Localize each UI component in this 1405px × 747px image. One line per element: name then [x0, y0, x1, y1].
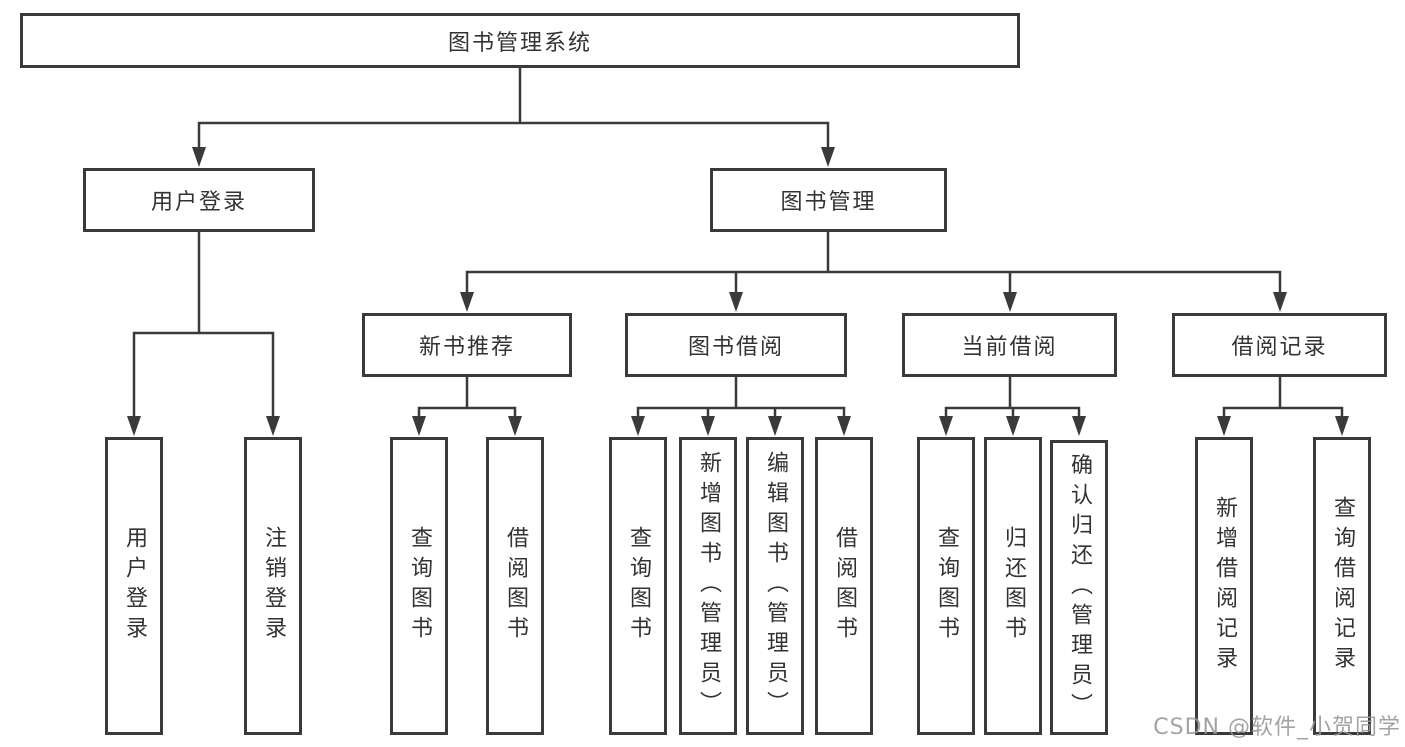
- leaf-borrow-query: 查询图书: [609, 437, 667, 735]
- leaf-borrow-edit-admin: 编辑图书（管理员）: [746, 437, 804, 735]
- node-new-book-recommend: 新书推荐: [362, 313, 572, 377]
- leaf-current-return: 归还图书: [984, 437, 1042, 735]
- leaf-borrow-add-admin: 新增图书（管理员）: [679, 437, 737, 735]
- node-book-borrow: 图书借阅: [625, 313, 847, 377]
- leaf-current-query: 查询图书: [917, 437, 975, 735]
- leaf-record-query: 查询借阅记录: [1313, 437, 1371, 735]
- node-current-borrow: 当前借阅: [902, 313, 1117, 377]
- node-book-management: 图书管理: [710, 168, 947, 232]
- node-user-login-branch: 用户登录: [83, 168, 315, 232]
- node-borrow-records: 借阅记录: [1172, 313, 1387, 377]
- leaf-borrow-borrow: 借阅图书: [815, 437, 873, 735]
- leaf-newbook-borrow: 借阅图书: [486, 437, 544, 735]
- leaf-logout: 注销登录: [244, 437, 302, 735]
- csdn-watermark: CSDN @软件_小贺同学: [1153, 715, 1401, 740]
- leaf-user-login: 用户登录: [105, 437, 163, 735]
- leaf-current-confirm-admin: 确认归还（管理员）: [1050, 440, 1108, 735]
- node-root-system: 图书管理系统: [20, 13, 1020, 68]
- leaf-newbook-query: 查询图书: [390, 437, 448, 735]
- leaf-record-add: 新增借阅记录: [1195, 437, 1253, 735]
